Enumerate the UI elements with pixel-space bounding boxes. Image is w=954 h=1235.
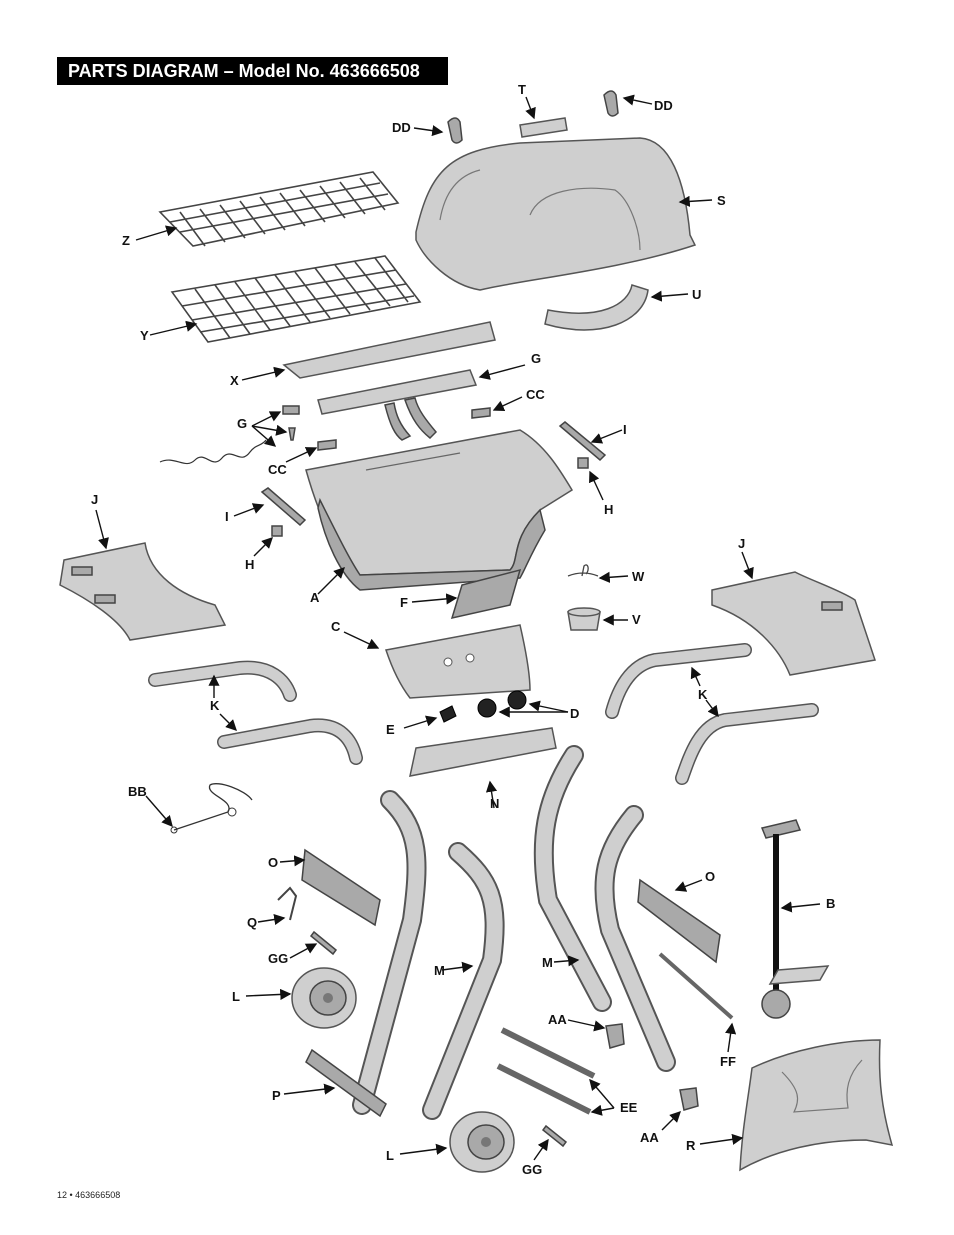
label-i: I: [623, 422, 627, 437]
label-a: A: [310, 590, 320, 605]
label-ee: EE: [620, 1100, 638, 1115]
page-footer: 12 • 463666508: [57, 1190, 121, 1200]
part-h-clip-right: [577, 457, 604, 501]
part-aa-cap-upper: [567, 1019, 625, 1049]
label-cc: CC: [268, 462, 287, 477]
label-x: X: [230, 373, 239, 388]
part-l-wheel-lower: [399, 1111, 515, 1173]
label-p: P: [272, 1088, 281, 1103]
part-dd-hinge-left: [413, 117, 463, 144]
page-title: PARTS DIAGRAM – Model No. 463666508: [57, 57, 448, 85]
part-j-shelf-right: [711, 551, 876, 676]
label-u: U: [692, 287, 701, 302]
part-j-shelf-left: [59, 509, 227, 641]
label-b: B: [826, 896, 835, 911]
part-gg-bolt-upper: [289, 930, 338, 959]
part-b-regulator: [760, 819, 830, 1019]
label-gg: GG: [268, 951, 288, 966]
part-y-cooking-grate: [149, 255, 422, 343]
part-o-bracket-left: [279, 848, 381, 927]
part-z-warming-rack: [135, 171, 400, 247]
part-k-handle-right-lower: [675, 666, 819, 785]
part-gg-bolt-lower: [533, 1124, 568, 1161]
label-aa: AA: [548, 1012, 567, 1027]
label-l: L: [232, 989, 240, 1004]
part-x-heat-plate: [241, 321, 496, 381]
part-g-burner: [317, 364, 526, 441]
label-i: I: [225, 509, 229, 524]
part-c-control-panel: [343, 624, 531, 699]
part-g-fasteners: [251, 405, 300, 447]
igniter-wire: [159, 439, 267, 465]
label-g: G: [237, 416, 247, 431]
part-k-handle-left-upper: [148, 660, 297, 702]
label-m: M: [542, 955, 553, 970]
part-ff-rod: [658, 952, 737, 1053]
label-r: R: [686, 1138, 696, 1153]
part-o-bracket-right: [637, 878, 721, 964]
label-s: S: [717, 193, 726, 208]
label-cc: CC: [526, 387, 545, 402]
label-h: H: [245, 557, 254, 572]
part-v-grease-cup: [567, 607, 628, 631]
part-u-heat-shield: [544, 284, 689, 331]
part-k-handle-left-lower: [208, 674, 363, 765]
label-y: Y: [140, 328, 149, 343]
part-p-bracket: [283, 1048, 387, 1118]
part-k-handle-right-upper: [605, 643, 752, 719]
label-z: Z: [122, 233, 130, 248]
label-t: T: [518, 82, 526, 97]
label-k: K: [698, 687, 708, 702]
label-j: J: [738, 536, 745, 551]
part-t-bracket: [519, 96, 568, 138]
part-cc-clip-right: [471, 396, 523, 419]
part-s-lid: [415, 137, 713, 291]
part-d-knobs: [477, 690, 569, 718]
label-d: D: [570, 706, 579, 721]
part-f-heat-shield: [411, 568, 522, 620]
label-o: O: [268, 855, 278, 870]
label-q: Q: [247, 915, 257, 930]
label-f: F: [400, 595, 408, 610]
part-a-firebox: [305, 429, 574, 595]
part-ee-rods: [496, 1027, 615, 1116]
part-m-legs-right: [533, 745, 676, 1072]
part-cc-clip-left: [285, 439, 337, 463]
part-n-panel: [409, 727, 557, 809]
label-dd: DD: [392, 120, 411, 135]
part-dd-hinge-right: [603, 90, 653, 117]
part-l-wheel-upper: [245, 967, 357, 1029]
label-bb: BB: [128, 784, 147, 799]
label-ff: FF: [720, 1054, 736, 1069]
part-q-hook: [257, 886, 298, 926]
label-w: W: [632, 569, 645, 584]
label-h: H: [604, 502, 613, 517]
part-m-legs-left: [352, 790, 505, 1120]
part-i-bracket-right: [558, 421, 623, 462]
label-j: J: [91, 492, 98, 507]
part-h-clip-left: [253, 525, 283, 557]
label-n: N: [490, 796, 499, 811]
part-e-igniter: [403, 705, 457, 729]
label-l: L: [386, 1148, 394, 1163]
label-v: V: [632, 612, 641, 627]
label-c: C: [331, 619, 341, 634]
label-m: M: [434, 963, 445, 978]
part-i-bracket-left: [233, 487, 307, 527]
part-r-back-panel: [699, 1039, 894, 1172]
label-e: E: [386, 722, 395, 737]
part-w-hanger: [567, 564, 629, 583]
label-k: K: [210, 698, 220, 713]
label-aa: AA: [640, 1130, 659, 1145]
label-g: G: [531, 351, 541, 366]
part-bb-wire: [145, 783, 253, 834]
label-gg: GG: [522, 1162, 542, 1177]
label-o: O: [705, 869, 715, 884]
label-dd: DD: [654, 98, 673, 113]
part-aa-cap-lower: [661, 1087, 699, 1131]
